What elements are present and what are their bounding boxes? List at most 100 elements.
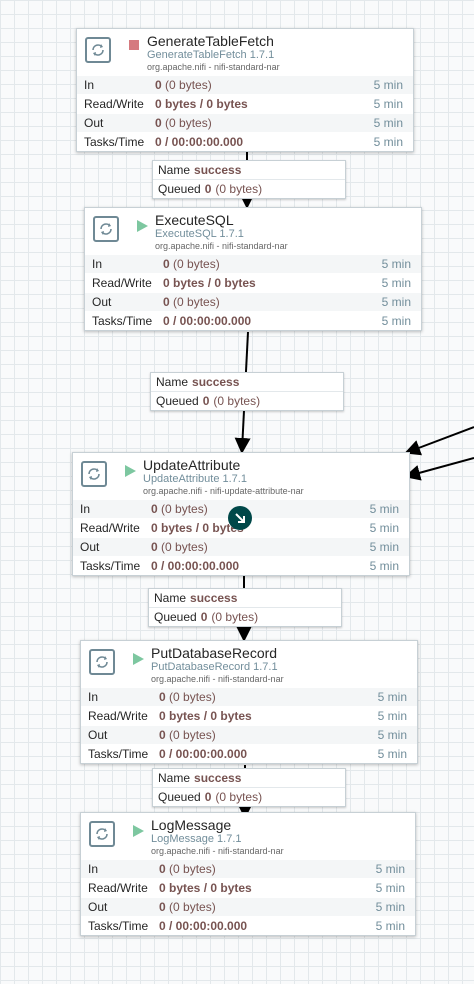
connection-queued-label: Queued: [158, 790, 201, 804]
processor-logmessage[interactable]: LogMessage LogMessage 1.7.1 org.apache.n…: [80, 812, 416, 936]
connection-queued-count: 0: [204, 182, 212, 196]
processor-icon: [81, 461, 107, 487]
stat-label: Tasks/Time: [88, 919, 149, 933]
stat-in-row: In 0 (0 bytes) 5 min: [73, 499, 409, 518]
connection-queued-count: 0: [202, 394, 210, 408]
running-icon[interactable]: [125, 465, 136, 477]
stat-in-row: In 0 (0 bytes) 5 min: [77, 75, 413, 94]
incoming-connection-line[interactable]: [404, 457, 474, 481]
connection-queued-label: Queued: [158, 182, 201, 196]
processor-name: PutDatabaseRecord: [151, 645, 278, 661]
processor-name: LogMessage: [151, 817, 232, 833]
incoming-connection-line[interactable]: [404, 426, 474, 456]
stat-detail: (0 bytes): [165, 116, 212, 130]
stat-label: Read/Write: [80, 521, 140, 535]
stat-time: 5 min: [377, 690, 407, 704]
stat-label: Out: [92, 295, 112, 309]
connection-name-value: success: [194, 163, 242, 177]
stat-detail: (0 bytes): [161, 502, 208, 516]
connection-queued-detail: (0 bytes): [213, 394, 261, 408]
processor-type: PutDatabaseRecord 1.7.1: [151, 661, 278, 673]
stat-out-row: Out 0 (0 bytes) 5 min: [81, 725, 417, 744]
stat-value: 0: [151, 540, 158, 554]
stat-tasks-row: Tasks/Time 0 / 00:00:00.000 5 min: [77, 132, 413, 151]
stat-read-write-row: Read/Write 0 bytes / 0 bytes 5 min: [81, 706, 417, 725]
connection-name-label: Name: [158, 771, 191, 785]
stat-detail: (0 bytes): [165, 78, 212, 92]
stat-label: Read/Write: [84, 97, 144, 111]
stat-out-row: Out 0 (0 bytes) 5 min: [73, 537, 409, 556]
stat-time: 5 min: [381, 314, 411, 328]
processor-icon: [89, 649, 115, 675]
stat-label: In: [92, 257, 103, 271]
stat-value: 0 bytes / 0 bytes: [155, 97, 248, 111]
stat-label: In: [88, 862, 99, 876]
stat-value: 0: [159, 690, 166, 704]
connection-name-value: success: [190, 591, 238, 605]
stat-read-write-row: Read/Write 0 bytes / 0 bytes 5 min: [81, 878, 415, 897]
stat-detail: (0 bytes): [169, 900, 216, 914]
stat-time: 5 min: [375, 919, 405, 933]
connection-queued-detail: (0 bytes): [211, 610, 259, 624]
processor-type: UpdateAttribute 1.7.1: [143, 473, 247, 485]
stat-value: 0 / 00:00:00.000: [159, 919, 248, 933]
stat-out-row: Out 0 (0 bytes) 5 min: [81, 897, 415, 916]
stat-out-row: Out 0 (0 bytes) 5 min: [77, 113, 413, 132]
stat-label: In: [80, 502, 91, 516]
stat-time: 5 min: [375, 900, 405, 914]
running-icon[interactable]: [133, 653, 144, 665]
bulletin-icon[interactable]: [228, 506, 252, 530]
running-icon[interactable]: [133, 825, 144, 837]
stat-value: 0 bytes / 0 bytes: [159, 881, 252, 895]
stat-read-write-row: Read/Write 0 bytes / 0 bytes 5 min: [85, 273, 421, 292]
stat-time: 5 min: [381, 257, 411, 271]
stat-label: Read/Write: [88, 881, 148, 895]
stat-label: Tasks/Time: [88, 747, 149, 761]
stat-value: 0: [155, 116, 162, 130]
connection-queued-count: 0: [204, 790, 212, 804]
processor-type: LogMessage 1.7.1: [151, 833, 242, 845]
stat-value: 0: [155, 78, 162, 92]
stat-time: 5 min: [377, 728, 407, 742]
stat-time: 5 min: [369, 502, 399, 516]
processor-icon: [89, 821, 115, 847]
stat-label: Read/Write: [88, 709, 148, 723]
stat-time: 5 min: [369, 559, 399, 573]
running-icon[interactable]: [137, 220, 148, 232]
stat-value: 0 / 00:00:00.000: [163, 314, 252, 328]
connection-name-value: success: [194, 771, 242, 785]
processor-icon: [93, 216, 119, 242]
stat-detail: (0 bytes): [169, 690, 216, 704]
stat-time: 5 min: [381, 276, 411, 290]
connection-queued-detail: (0 bytes): [215, 182, 263, 196]
stat-value: 0 bytes / 0 bytes: [159, 709, 252, 723]
stat-label: Tasks/Time: [92, 314, 153, 328]
connection-queued-label: Queued: [156, 394, 199, 408]
processor-putdatabaserecord[interactable]: PutDatabaseRecord PutDatabaseRecord 1.7.…: [80, 640, 418, 764]
stat-time: 5 min: [377, 709, 407, 723]
processor-generatetablefetch[interactable]: GenerateTableFetch GenerateTableFetch 1.…: [76, 28, 414, 152]
connection-name-label: Name: [158, 163, 191, 177]
stat-detail: (0 bytes): [161, 540, 208, 554]
stat-tasks-row: Tasks/Time 0 / 00:00:00.000 5 min: [85, 311, 421, 330]
stat-value: 0: [163, 257, 170, 271]
processor-executesql[interactable]: ExecuteSQL ExecuteSQL 1.7.1 org.apache.n…: [84, 207, 422, 331]
processor-bundle: org.apache.nifi - nifi-standard-nar: [151, 846, 284, 856]
stat-label: Tasks/Time: [80, 559, 141, 573]
stat-label: Out: [84, 116, 104, 130]
processor-bundle: org.apache.nifi - nifi-standard-nar: [151, 674, 284, 684]
stat-time: 5 min: [373, 116, 403, 130]
stopped-icon[interactable]: [129, 40, 139, 50]
stat-label: Out: [80, 540, 100, 554]
stat-label: Out: [88, 728, 108, 742]
stat-value: 0: [163, 295, 170, 309]
